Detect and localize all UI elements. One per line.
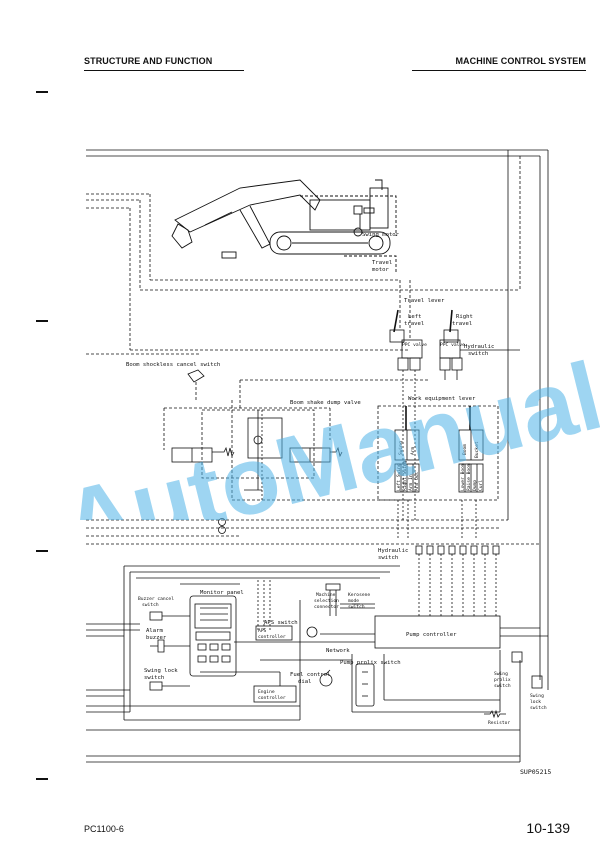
curl-label: Curl — [478, 480, 484, 491]
machine-selection-connector-label-line3: connector — [314, 604, 339, 610]
machine-selection-connector-symbol — [325, 583, 360, 605]
margin-tick-3 — [36, 550, 48, 552]
fuel-control-dial-symbol — [319, 669, 333, 687]
aps-controller-box — [255, 625, 318, 641]
alarm-buzzer-label-line2: buzzer — [146, 635, 167, 641]
aps-controller-label-line1: APS — [258, 628, 267, 634]
dump-label: Dump — [472, 480, 478, 491]
top-signal-lines — [86, 149, 549, 690]
header-rule-right — [412, 70, 586, 71]
network-label: Network — [326, 648, 350, 654]
swing-motor-label: Swing motor — [362, 232, 400, 238]
travel-lever-label: Travel lever — [404, 298, 445, 304]
left-travel-label-line2: travel — [404, 321, 424, 327]
boom-shake-dump-valve-label: Boom shake dump valve — [290, 400, 361, 406]
hydraulic-switch-top-label-line2: switch — [468, 351, 488, 357]
arm-in-label: Arm In — [408, 474, 414, 491]
bucket-label: Bucket — [474, 441, 480, 458]
swing-lock-switch-left-label-line2: switch — [144, 675, 164, 681]
bottom-wiring — [86, 565, 548, 763]
swing-prolix-switch-label-line1: Swing — [494, 671, 508, 677]
aps-switch-label: APS switch — [264, 620, 298, 626]
swing-label: Swing — [398, 441, 404, 455]
lower-boom-label: Lower Boom — [460, 463, 466, 491]
travel-motor-label-line2: motor — [372, 267, 389, 273]
pump-controller-label: Pump controller — [406, 632, 457, 638]
arm-label: Arm — [410, 446, 416, 455]
page-number: 10-139 — [526, 820, 570, 836]
model-number: PC1100-6 — [84, 824, 124, 834]
pump-prolix-switch-label: Pump prolix switch — [340, 660, 401, 666]
margin-tick-2 — [36, 320, 48, 322]
section-title: STRUCTURE AND FUNCTION — [84, 56, 213, 66]
raise-boom-label: Raise Boom — [466, 463, 472, 491]
travel-lever-group — [389, 280, 520, 520]
chapter-title: MACHINE CONTROL SYSTEM — [455, 56, 586, 66]
kerosene-mode-switch-label-line1: Kerosene — [348, 592, 370, 598]
hydraulic-switch-top-label-line1: Hydraulic — [464, 344, 494, 350]
ppc-valve-right-label: PPC valve — [440, 342, 465, 348]
swing-prolix-switch-label-line2: prolix — [494, 677, 511, 683]
kerosene-mode-switch-label-line3: switch — [348, 604, 365, 610]
hydraulic-switch-mid-label-line1: Hydraulic — [378, 548, 408, 554]
pump-prolix-switch-symbol — [355, 663, 375, 707]
fuel-control-dial-label-line1: Fuel control — [290, 672, 330, 678]
ppc-valve-left-label: PPC valve — [402, 342, 427, 348]
swing-lock-switch-right-label-line3: switch — [530, 705, 547, 711]
excavator-illustration — [171, 179, 397, 274]
engine-controller-label-line1: Engine — [258, 689, 275, 695]
margin-tick-4 — [36, 778, 48, 780]
boom-shockless-cancel-switch-label: Boom shockless cancel switch — [126, 362, 220, 368]
monitor-panel-label: Monitor panel — [200, 590, 244, 596]
swing-prolix-switch-label-line3: switch — [494, 683, 511, 689]
left-travel-label-line1: Left — [408, 314, 421, 320]
engine-controller-label-line2: controller — [258, 695, 286, 701]
swing-lock-switch-right-label-line1: Swing — [530, 693, 544, 699]
engine-controller-box — [253, 685, 297, 703]
boom-label: Boom — [462, 444, 468, 455]
hydraulic-switch-mid-label-line2: switch — [378, 555, 398, 561]
aps-controller-label-line2: controller — [258, 634, 286, 640]
alarm-buzzer-symbol — [150, 639, 190, 653]
hydraulic-switch-row — [415, 545, 500, 616]
work-equipment-lever-group — [377, 405, 499, 501]
machine-selection-connector-label-line1: Machine — [316, 592, 336, 598]
buzzer-cancel-switch-label-line1: Buzzer cancel — [138, 596, 174, 602]
boom-shake-valve-group — [163, 369, 430, 501]
travel-motor-label-line1: Travel — [372, 260, 392, 266]
right-swing-label: Right Swing — [402, 460, 408, 491]
monitor-panel — [189, 595, 237, 677]
resistor-label: Resistor — [488, 720, 510, 726]
swing-prolix-switch-symbol — [484, 651, 543, 719]
right-travel-label-line1: Right — [456, 314, 473, 320]
swing-lock-switch-left-symbol — [149, 681, 190, 691]
swing-lock-switch-left-label-line1: Swing lock — [144, 668, 178, 674]
header-rule-left — [84, 70, 244, 71]
machine-selection-connector-label-line2: selection — [314, 598, 339, 604]
fuel-control-dial-label-line2: dial — [298, 679, 311, 685]
kerosene-mode-switch-label-line2: mode — [348, 598, 359, 604]
buzzer-cancel-switch-label-line2: switch — [142, 602, 159, 608]
alarm-buzzer-label-line1: Alarm — [146, 628, 163, 634]
left-swing-label: Left Swing — [396, 463, 402, 491]
right-travel-label-line2: travel — [452, 321, 472, 327]
margin-tick-1 — [36, 91, 48, 93]
swing-lock-switch-right-label-line2: lock — [530, 699, 541, 705]
work-equipment-lever-label: Work equipment lever — [408, 396, 476, 402]
mid-signal-lines — [86, 500, 540, 545]
buzzer-cancel-switch-symbol — [149, 611, 190, 621]
pump-controller-box — [374, 615, 501, 649]
figure-code: SUP05215 — [520, 768, 551, 776]
arm-out-label: Arm Out — [414, 471, 420, 491]
